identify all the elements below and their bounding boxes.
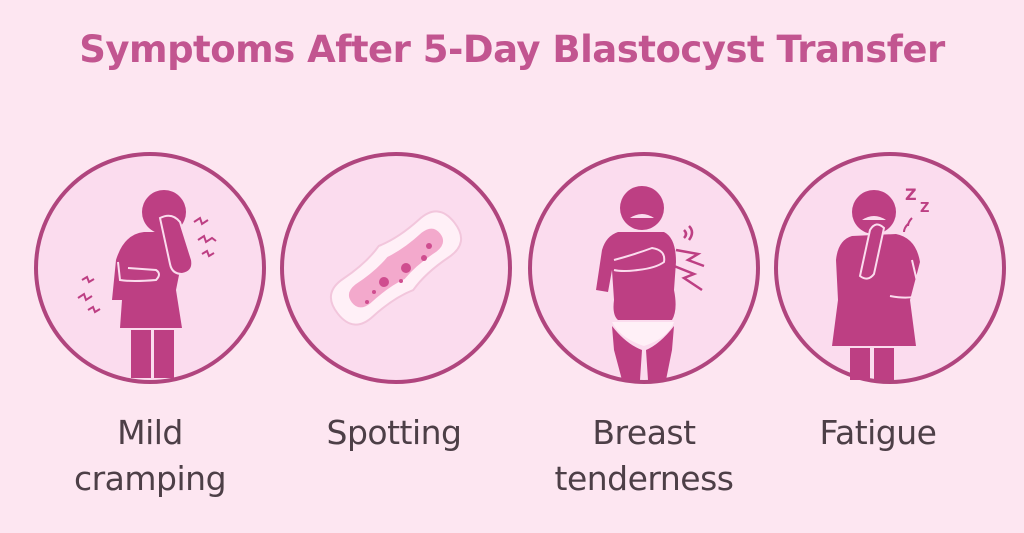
svg-text:Z: Z <box>905 185 917 204</box>
label-line1: Spotting <box>326 413 463 452</box>
symptom-label-breast-tenderness: Breast tenderness <box>524 410 764 502</box>
cramping-woman-icon <box>34 152 266 384</box>
tired-woman-zzz-icon: Z Z <box>774 152 1006 384</box>
sanitary-pad-spotting-icon <box>280 152 512 384</box>
symptom-card-spotting <box>278 150 514 386</box>
symptom-label-spotting: Spotting <box>274 410 514 456</box>
label-line2: cramping <box>73 459 227 498</box>
label-line1: Fatigue <box>819 413 937 452</box>
symptom-card-mild-cramping <box>32 150 268 386</box>
symptom-label-mild-cramping: Mild cramping <box>30 410 270 502</box>
breast-pain-woman-icon <box>528 152 760 384</box>
page-title: Symptoms After 5-Day Blastocyst Transfer <box>79 28 945 71</box>
label-line1: Breast <box>592 413 696 452</box>
svg-text:Z: Z <box>920 201 929 216</box>
symptom-card-breast-tenderness <box>526 150 762 386</box>
label-line2: tenderness <box>554 459 735 498</box>
label-line1: Mild <box>117 413 183 452</box>
symptom-label-fatigue: Fatigue <box>758 410 998 456</box>
symptom-card-fatigue: Z Z <box>772 150 1008 386</box>
